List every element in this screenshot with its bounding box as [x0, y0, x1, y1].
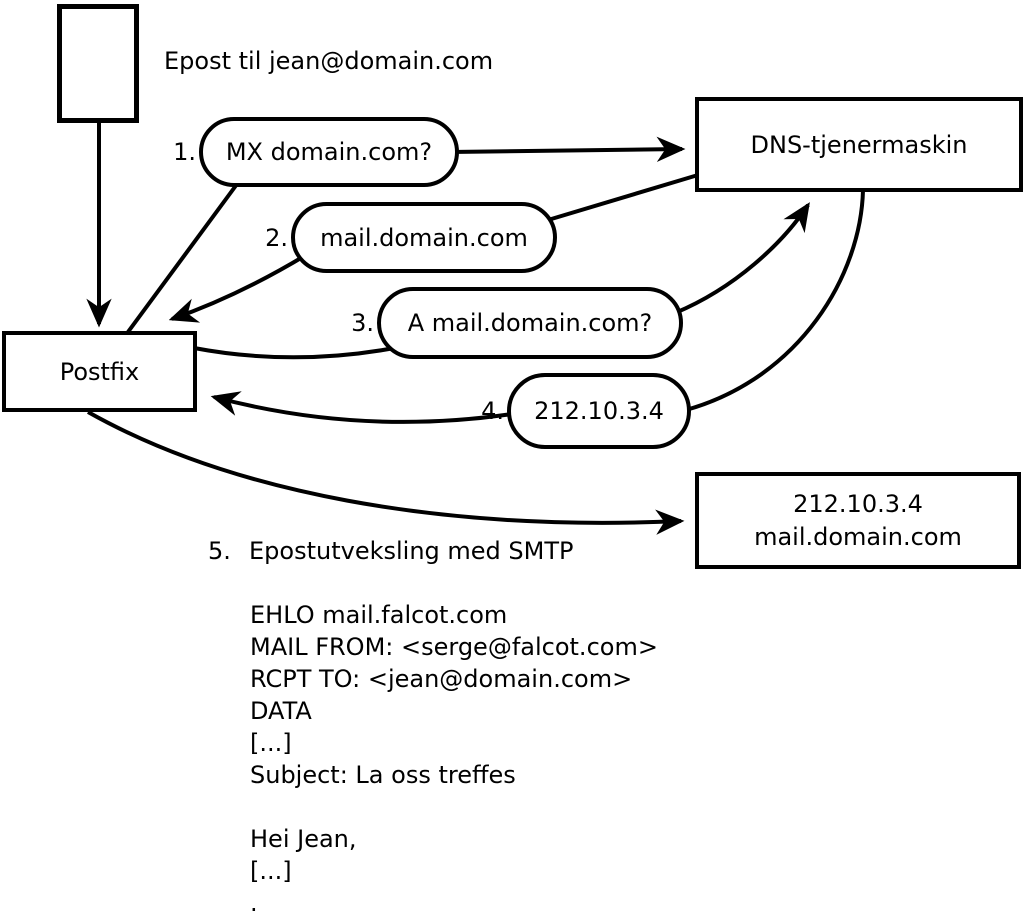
line-postfix-to-query1	[126, 178, 242, 334]
smtp-line-ellipsis-2: [...]	[250, 857, 292, 885]
reply4-pill-label: 212.10.3.4	[534, 397, 664, 425]
mailserver-node-box	[695, 472, 1021, 569]
postfix-node-box	[2, 331, 197, 412]
query3-pill	[377, 287, 683, 359]
step-number-2: 2.	[265, 224, 288, 252]
line-postfix-to-query3	[193, 343, 411, 360]
smtp-line-terminator: .	[250, 889, 258, 917]
step-number-3: 3.	[351, 309, 374, 337]
reply4-pill	[507, 373, 691, 449]
arrow-query3-to-dns	[674, 202, 810, 315]
email-envelope-icon	[57, 4, 139, 123]
arrow-reply2-to-postfix	[168, 253, 308, 323]
mailserver-ip: 212.10.3.4	[793, 489, 923, 518]
smtp-line-blank	[250, 791, 658, 823]
line-dns-to-reply2	[547, 173, 699, 222]
smtp-session-text: EHLO mail.falcot.com MAIL FROM: <serge@f…	[250, 599, 658, 919]
arrow-postfix-to-mailserver	[87, 410, 685, 535]
smtp-line-rcpt-to: RCPT TO: <jean@domain.com>	[250, 665, 633, 693]
smtp-line-data: DATA	[250, 697, 312, 725]
query1-pill-label: MX domain.com?	[225, 138, 433, 166]
mailserver-node-label: 212.10.3.4 mail.domain.com	[697, 474, 1019, 567]
smtp-line-ehlo: EHLO mail.falcot.com	[250, 601, 508, 629]
postfix-node-label: Postfix	[59, 357, 140, 386]
smtp-line-greeting: Hei Jean,	[250, 825, 357, 853]
mailserver-hostname: mail.domain.com	[754, 522, 962, 551]
dns-server-node-box	[695, 97, 1023, 192]
query3-pill-label: A mail.domain.com?	[407, 309, 653, 337]
arrow-query1-to-dns	[449, 136, 686, 162]
step-number-4: 4.	[481, 397, 504, 425]
step-5-label: Epostutveksling med SMTP	[249, 537, 574, 565]
arrow-reply4-to-postfix	[210, 391, 513, 424]
diagram-title: Epost til jean@domain.com	[164, 47, 494, 75]
smtp-line-subject: Subject: La oss treffes	[250, 761, 516, 789]
dns-server-node-label: DNS-tjenermaskin	[750, 130, 968, 159]
step-number-5: 5.	[208, 537, 231, 565]
smtp-line-ellipsis-1: [...]	[250, 729, 292, 757]
reply2-pill	[291, 202, 557, 273]
query1-pill	[199, 117, 459, 187]
smtp-line-mail-from: MAIL FROM: <serge@falcot.com>	[250, 633, 658, 661]
line-dns-to-reply4	[685, 189, 865, 412]
reply2-pill-label: mail.domain.com	[320, 223, 528, 252]
step-number-1: 1.	[173, 138, 196, 166]
